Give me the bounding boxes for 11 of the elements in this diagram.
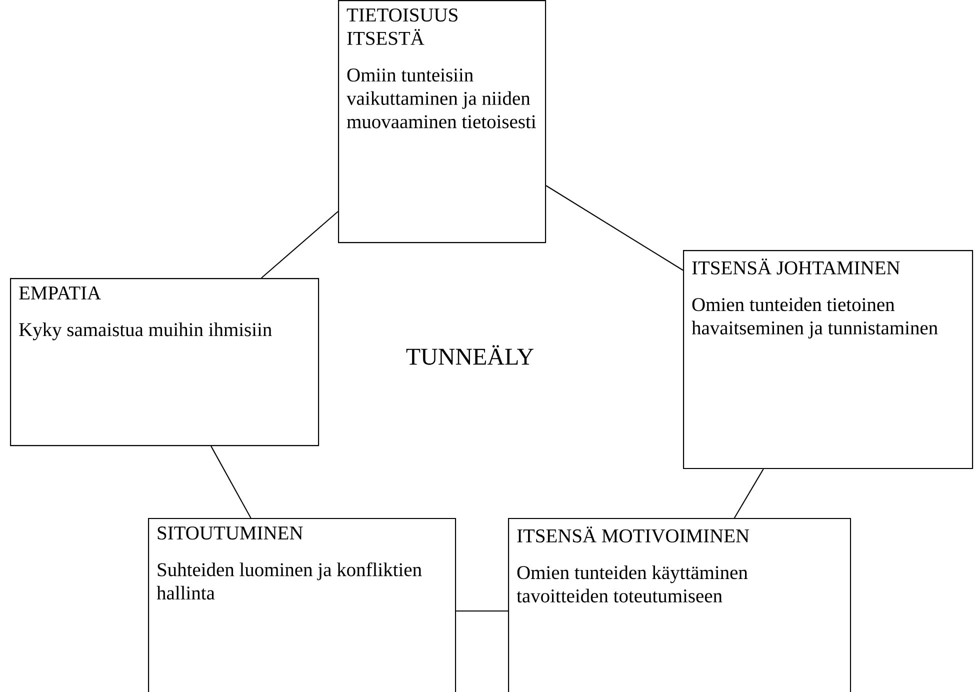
connector-line	[210, 446, 252, 518]
center-title: TUNNEÄLY	[406, 345, 534, 365]
text-box: TIETOISUUS ITSESTÄ Omiin tunteisiin vaikuttaminen ja niiden muovaaminen tietoisesti	[338, 0, 546, 244]
connector-line	[734, 468, 764, 518]
connector-line	[261, 211, 338, 278]
text-box: EMPATIA Kyky samaistua muihin ihmisiin	[10, 278, 320, 446]
connector-line	[546, 185, 684, 271]
text-box: SITOUTUMINEN Suhteiden luominen ja konfliktien hallinta	[148, 518, 456, 692]
text-box: ITSENSÄ MOTIVOIMINEN Omien tunteiden käyttäminen tavoitteiden toteutumiseen	[508, 518, 852, 692]
connector-line	[456, 610, 508, 612]
text-box: ITSENSÄ JOHTAMINEN Omien tunteiden tietoinen havaitseminen ja tunnistaminen	[683, 250, 974, 470]
